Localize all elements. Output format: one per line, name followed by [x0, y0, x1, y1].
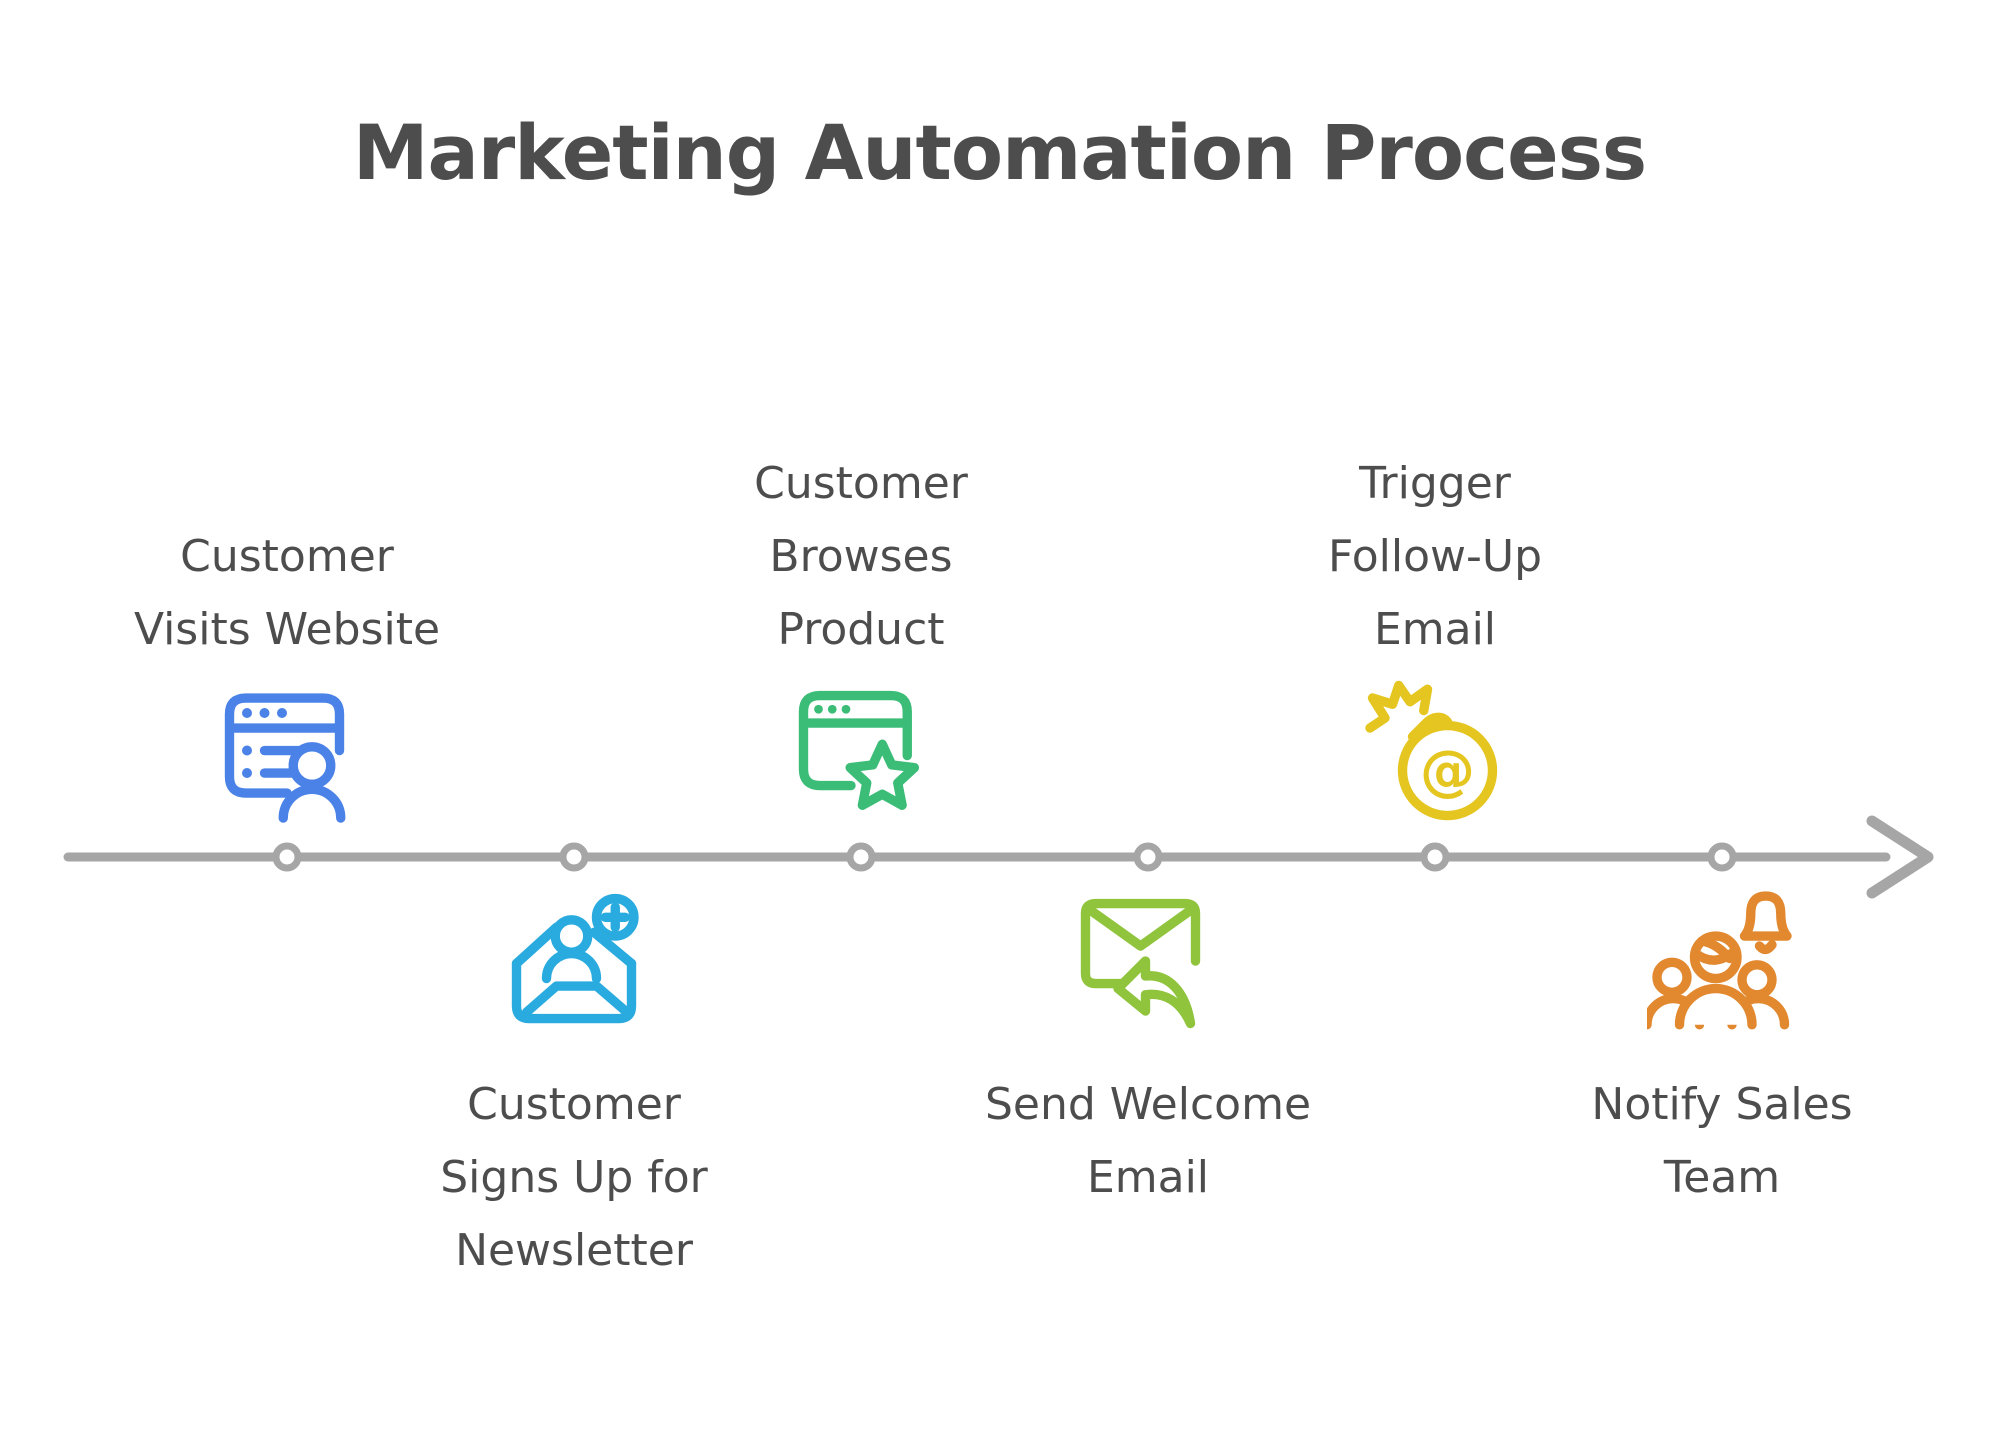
svg-text:@: @: [1420, 738, 1475, 802]
step-label: Trigger Follow-Up Email: [1327, 458, 1543, 655]
step-label: Customer Signs Up for Newsletter: [440, 1079, 708, 1276]
step-trigger-follow-up-email: Trigger Follow-Up Email @: [1215, 447, 1655, 828]
page-title: Marketing Automation Process: [352, 108, 1647, 197]
step-send-welcome-email: Send Welcome Email: [928, 886, 1368, 1214]
step-label: Customer Browses Product: [754, 458, 968, 655]
timeline-node-6: [1707, 842, 1737, 872]
step-notify-sales-team: Notify Sales Team: [1502, 886, 1942, 1214]
timeline-node-3: [846, 842, 876, 872]
timeline-arrowhead-icon: [1866, 815, 1934, 899]
browser-star-icon: [798, 690, 920, 810]
step-label: Notify Sales Team: [1591, 1079, 1853, 1203]
people-bell-icon: [1647, 891, 1792, 1030]
step-customer-browses-product: Customer Browses Product: [641, 447, 1081, 828]
envelope-add-user-icon: [511, 893, 639, 1024]
timeline-axis: [63, 815, 1934, 899]
browser-user-icon: [224, 693, 346, 823]
step-label: Customer Visits Website: [133, 531, 441, 655]
step-customer-visits-website: Customer Visits Website: [67, 520, 507, 828]
timeline-node-2: [559, 842, 589, 872]
step-label: Send Welcome Email: [984, 1079, 1312, 1203]
timeline-node-5: [1420, 842, 1450, 872]
timeline-node-1: [272, 842, 302, 872]
step-customer-signs-up-newsletter: Customer Signs Up for Newsletter: [354, 886, 794, 1287]
envelope-reply-icon: [1080, 898, 1201, 1029]
email-bomb-icon: @: [1365, 680, 1498, 821]
timeline-node-4: [1133, 842, 1163, 872]
